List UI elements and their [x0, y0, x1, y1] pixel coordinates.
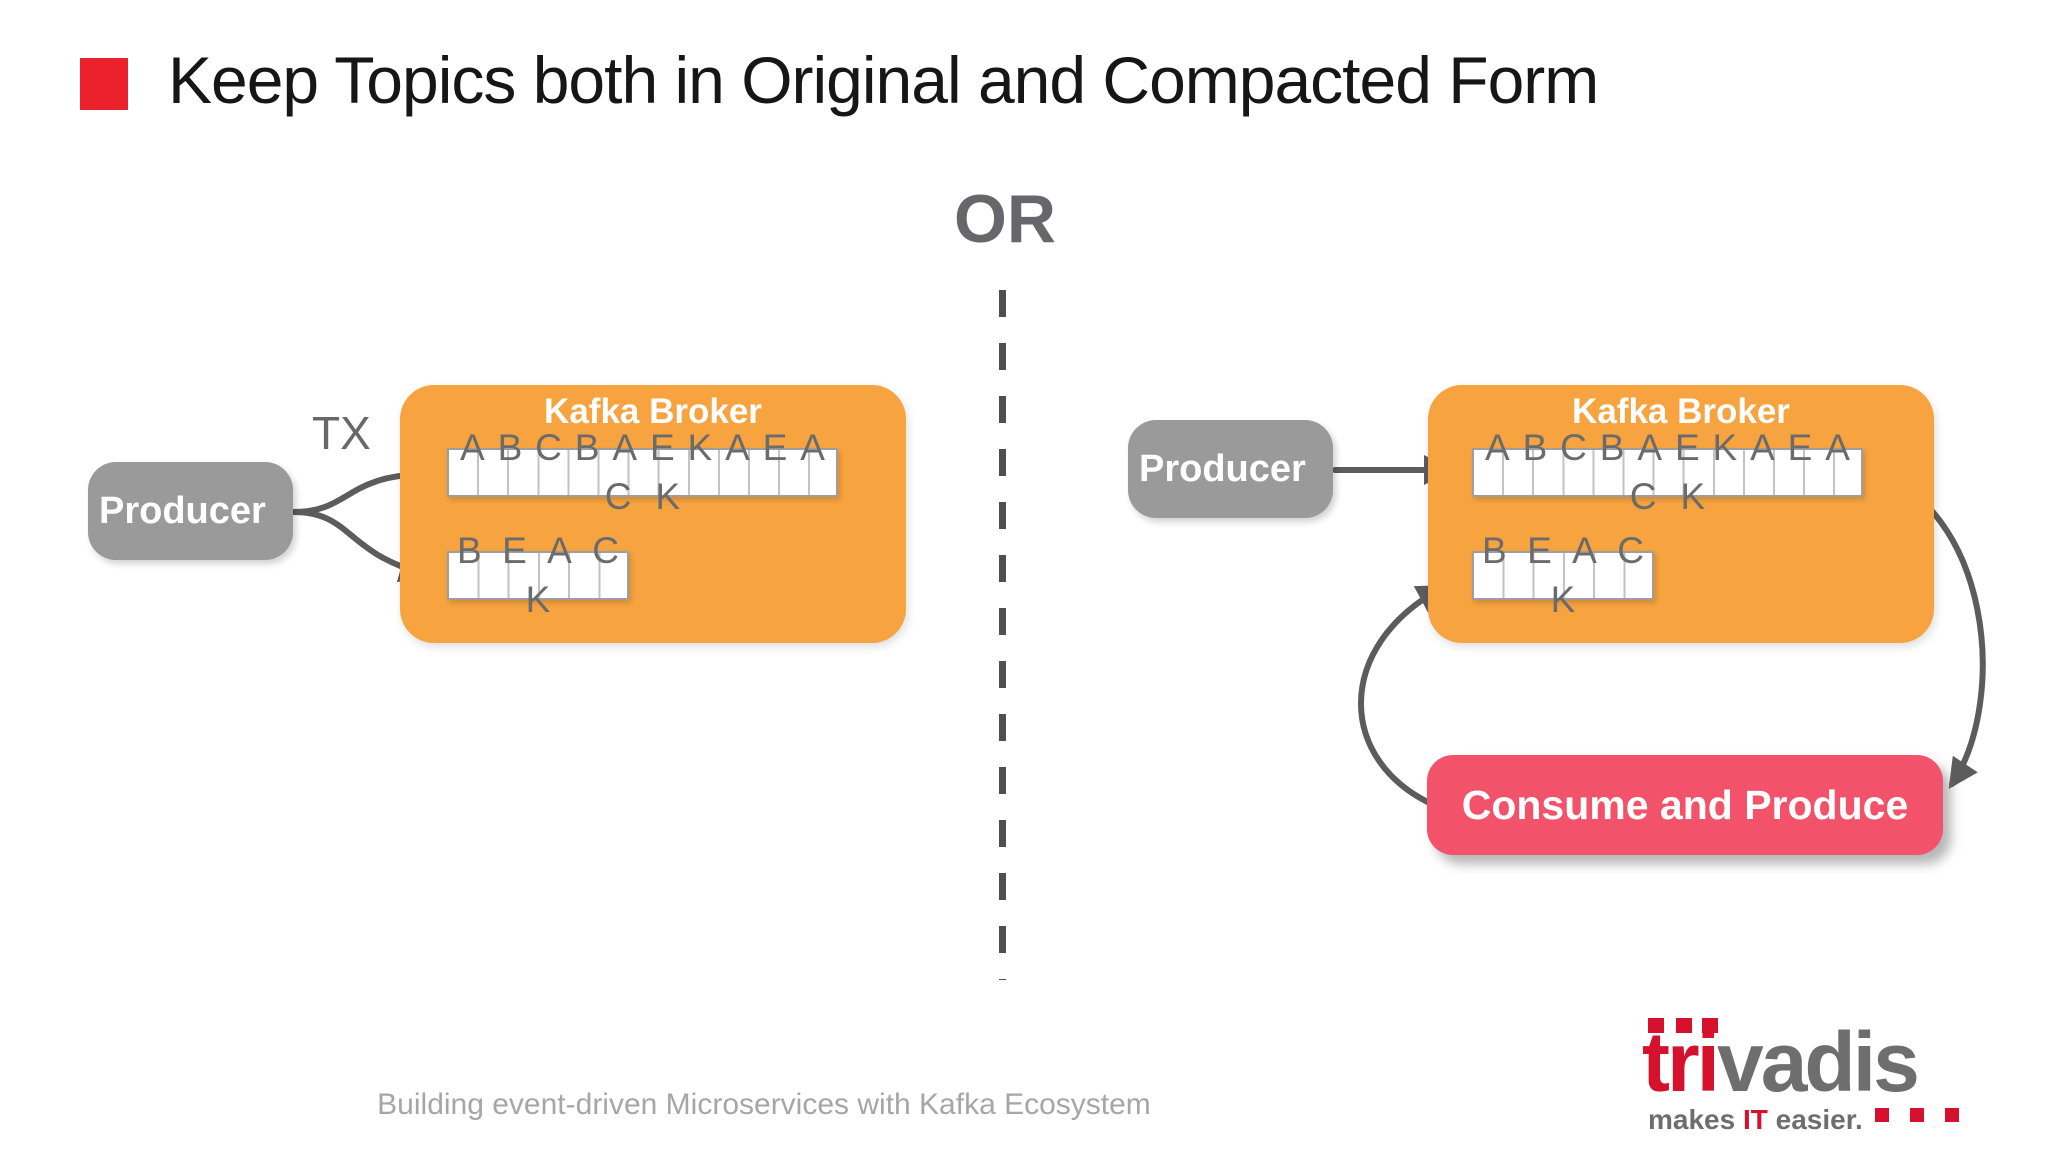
logo-square-icon	[1702, 1018, 1718, 1033]
left-original-topic-letters: A B C B A E K A E A	[447, 429, 838, 467]
left-compacted-topic-letters: B E A C	[447, 532, 629, 570]
logo-dots-icon	[1875, 1108, 1959, 1122]
logo-square-icon	[1648, 1018, 1664, 1033]
record-letter: C	[604, 476, 632, 517]
record-letter: C	[1617, 530, 1644, 571]
or-label: OR	[954, 181, 1056, 257]
right-original-topic-strip	[1472, 448, 1863, 497]
record-letter: B	[1522, 427, 1548, 468]
record-letter: K	[525, 579, 551, 620]
record-letter: B	[457, 530, 482, 571]
logo-wordmark: trivadis	[1642, 1020, 1920, 1104]
slide-footer: Building event-driven Microservices with…	[377, 1088, 1151, 1121]
right-compacted-topic-bottom-letters: K	[1472, 581, 1654, 619]
record-letter: K	[1550, 579, 1576, 620]
left-compacted-topic-bottom-letters: K	[447, 581, 629, 619]
right-kafka-broker-box: Kafka Broker	[1428, 385, 1934, 643]
record-letter: C	[535, 427, 562, 468]
record-letter: C	[592, 530, 619, 571]
logo-dot	[1875, 1108, 1889, 1122]
record-letter: E	[502, 530, 527, 571]
left-kafka-broker-title: Kafka Broker	[544, 392, 762, 431]
right-compacted-topic-letters: B E A C	[1472, 532, 1654, 570]
right-compacted-topic-strip	[1472, 551, 1654, 600]
record-letter: A	[725, 427, 750, 468]
logo-tagline-pre: makes	[1648, 1104, 1743, 1135]
logo-square-icon	[1676, 1018, 1692, 1033]
logo-dot	[1945, 1108, 1959, 1122]
record-letter: E	[762, 427, 788, 468]
consume-and-produce-box: Consume and Produce	[1427, 755, 1943, 855]
left-producer-box: Producer	[88, 462, 293, 560]
record-letter: C	[1629, 476, 1657, 517]
record-letter: B	[1482, 530, 1507, 571]
record-letter: B	[497, 427, 523, 468]
record-letter: A	[800, 427, 825, 468]
record-letter: K	[1680, 476, 1706, 517]
record-letter: K	[1712, 427, 1738, 468]
record-letter: A	[1637, 427, 1663, 468]
left-kafka-broker-box: Kafka Broker	[400, 385, 906, 643]
slide-title: Keep Topics both in Original and Compact…	[168, 43, 1599, 117]
right-original-topic-letters: A B C B A E K A E A	[1472, 429, 1863, 467]
record-letter: K	[687, 427, 713, 468]
logo-tagline-accent: IT	[1742, 1104, 1768, 1135]
record-letter: C	[1560, 427, 1587, 468]
left-compacted-topic-strip	[447, 551, 629, 600]
right-original-topic-bottom-letters: C K	[1472, 478, 1863, 516]
trivadis-logo: trivadis makes IT easier.	[1642, 1018, 2002, 1143]
record-letter: E	[1787, 427, 1813, 468]
record-letter: B	[574, 427, 600, 468]
title-bullet-icon	[80, 58, 128, 110]
logo-wordmark-secondary: vadis	[1717, 1015, 1920, 1109]
record-letter: A	[460, 427, 485, 468]
left-original-topic-bottom-letters: C K	[447, 478, 838, 516]
record-letter: E	[649, 427, 675, 468]
record-letter: B	[1599, 427, 1625, 468]
record-letter: E	[1527, 530, 1552, 571]
record-letter: A	[547, 530, 572, 571]
right-producer-box: Producer	[1128, 420, 1333, 518]
logo-tagline: makes IT easier.	[1648, 1104, 1863, 1136]
logo-wordmark-primary: tri	[1642, 1015, 1720, 1109]
logo-tagline-post: easier.	[1767, 1104, 1863, 1135]
right-kafka-broker-title: Kafka Broker	[1572, 392, 1790, 431]
record-letter: A	[612, 427, 638, 468]
record-letter: K	[655, 476, 681, 517]
left-original-topic-strip	[447, 448, 838, 497]
record-letter: E	[1674, 427, 1700, 468]
record-letter: A	[1572, 530, 1597, 571]
dashed-divider-line	[999, 290, 1006, 980]
record-letter: A	[1750, 427, 1775, 468]
record-letter: A	[1485, 427, 1510, 468]
left-tx-label: TX	[312, 407, 371, 459]
logo-dot	[1910, 1108, 1924, 1122]
record-letter: A	[1825, 427, 1850, 468]
